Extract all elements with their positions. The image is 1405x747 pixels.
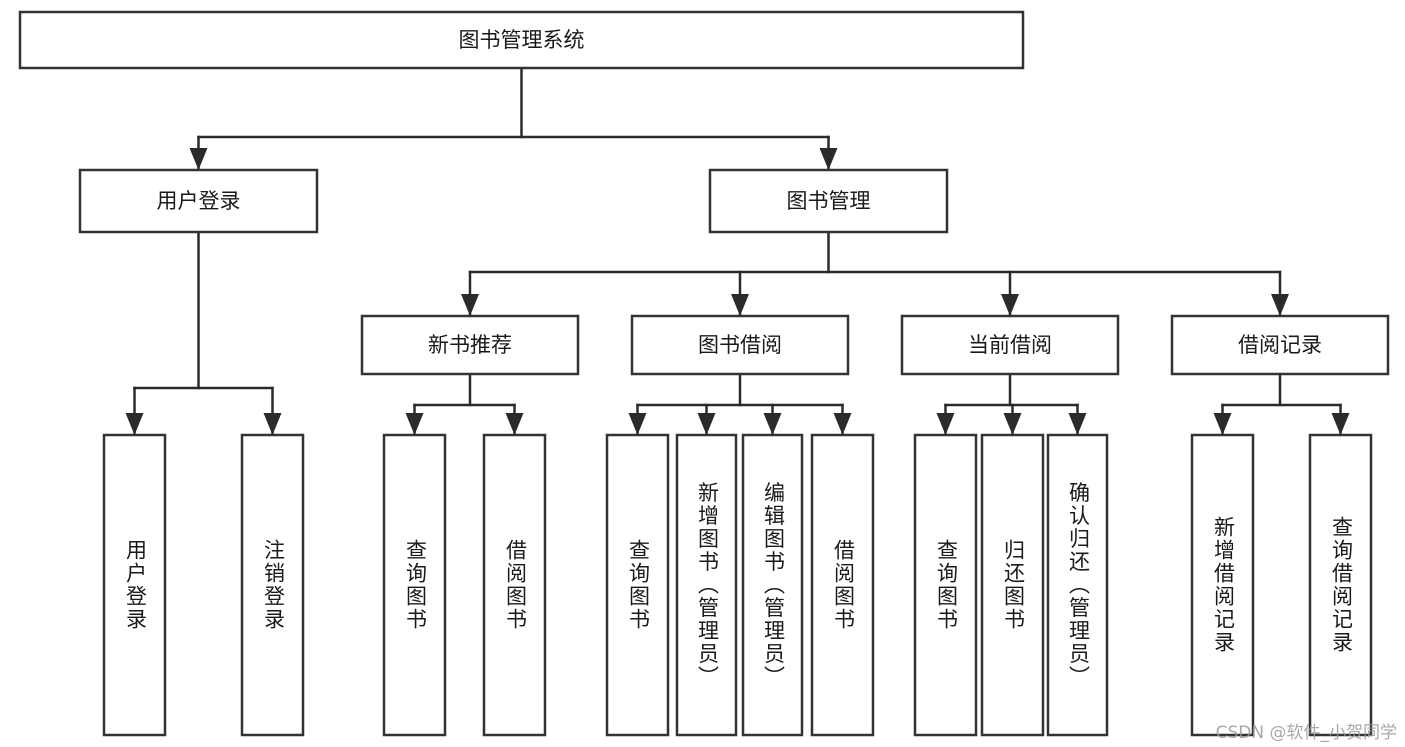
arrow-head-icon	[1068, 413, 1087, 435]
node-label: 查询借阅记录	[1330, 516, 1354, 654]
node-box[interactable]	[708, 168, 949, 234]
arrow-head-icon	[833, 413, 852, 435]
arrow-head-icon	[697, 413, 716, 435]
node-label: 归还图书	[1002, 539, 1026, 631]
node-box[interactable]	[900, 314, 1120, 376]
nodes-layer: 图书管理系统用户登录图书管理新书推荐图书借阅当前借阅借阅记录用户登录注销登录查询…	[18, 10, 1390, 737]
node-label: 借阅记录	[1238, 333, 1322, 357]
arrow-head-icon	[1001, 294, 1019, 316]
node-label: 注销登录	[262, 539, 286, 631]
node-leaf-logout[interactable]: 注销登录	[240, 433, 305, 737]
node-leaf-borrow-book-1[interactable]: 借阅图书	[482, 433, 547, 737]
node-label: 查询图书	[404, 539, 428, 631]
node-leaf-edit-book-admin[interactable]: 编辑图书（管理员）	[741, 433, 804, 737]
node-label: 确认归还（管理员）	[1067, 482, 1091, 689]
node-leaf-confirm-return-admin[interactable]: 确认归还（管理员）	[1046, 433, 1109, 737]
arrow-head-icon	[1003, 413, 1022, 435]
node-label: 用户登录	[124, 539, 148, 631]
node-box[interactable]	[18, 10, 1025, 70]
node-box[interactable]	[810, 433, 875, 737]
node-label: 图书借阅	[698, 333, 782, 357]
node-box[interactable]	[630, 314, 850, 376]
node-l2-new-book-rec[interactable]: 新书推荐	[360, 314, 580, 376]
node-label: 编辑图书（管理员）	[762, 482, 786, 689]
node-label: 图书管理	[787, 189, 871, 213]
arrow-head-icon	[819, 148, 838, 170]
node-leaf-query-borrow-record[interactable]: 查询借阅记录	[1308, 433, 1373, 737]
node-box[interactable]	[913, 433, 978, 737]
node-box[interactable]	[1046, 433, 1109, 737]
arrow-head-icon	[505, 413, 524, 435]
arrow-head-icon	[125, 413, 144, 435]
node-leaf-query-book-1[interactable]: 查询图书	[382, 433, 447, 737]
node-label: 新书推荐	[428, 333, 512, 357]
arrow-head-icon	[1331, 413, 1350, 435]
node-l2-borrow-record[interactable]: 借阅记录	[1170, 314, 1390, 376]
node-root[interactable]: 图书管理系统	[18, 10, 1025, 70]
node-box[interactable]	[1190, 433, 1255, 737]
arrow-head-icon	[936, 413, 955, 435]
node-leaf-borrow-book-2[interactable]: 借阅图书	[810, 433, 875, 737]
node-label: 新增图书（管理员）	[696, 482, 720, 689]
node-leaf-add-borrow-record[interactable]: 新增借阅记录	[1190, 433, 1255, 737]
node-label: 新增借阅记录	[1212, 516, 1236, 654]
node-box[interactable]	[102, 433, 167, 737]
node-leaf-return-book[interactable]: 归还图书	[980, 433, 1045, 737]
arrow-head-icon	[1271, 294, 1289, 316]
arrow-head-icon	[189, 148, 208, 170]
node-leaf-query-book-2[interactable]: 查询图书	[605, 433, 670, 737]
arrow-head-icon	[461, 294, 479, 316]
arrow-head-icon	[405, 413, 424, 435]
node-label: 用户登录	[157, 189, 241, 213]
node-box[interactable]	[482, 433, 547, 737]
node-box[interactable]	[741, 433, 804, 737]
node-label: 查询图书	[935, 539, 959, 631]
node-box[interactable]	[605, 433, 670, 737]
node-leaf-user-login[interactable]: 用户登录	[102, 433, 167, 737]
node-label: 借阅图书	[504, 539, 528, 631]
node-label: 当前借阅	[968, 333, 1052, 357]
node-label: 查询图书	[627, 539, 651, 631]
node-box[interactable]	[1308, 433, 1373, 737]
arrow-head-icon	[1213, 413, 1232, 435]
node-l1-user-login[interactable]: 用户登录	[78, 168, 319, 234]
node-l1-book-manage[interactable]: 图书管理	[708, 168, 949, 234]
node-l2-book-borrow[interactable]: 图书借阅	[630, 314, 850, 376]
node-box[interactable]	[360, 314, 580, 376]
node-box[interactable]	[78, 168, 319, 234]
arrow-head-icon	[263, 413, 282, 435]
node-box[interactable]	[382, 433, 447, 737]
node-label: 借阅图书	[832, 539, 856, 631]
node-leaf-query-book-3[interactable]: 查询图书	[913, 433, 978, 737]
arrow-head-icon	[731, 294, 749, 316]
node-label: 图书管理系统	[459, 28, 585, 52]
arrow-head-icon	[763, 413, 782, 435]
node-box[interactable]	[980, 433, 1045, 737]
arrow-head-icon	[628, 413, 647, 435]
node-l2-current-borrow[interactable]: 当前借阅	[900, 314, 1120, 376]
node-box[interactable]	[1170, 314, 1390, 376]
node-box[interactable]	[675, 433, 738, 737]
node-leaf-add-book-admin[interactable]: 新增图书（管理员）	[675, 433, 738, 737]
edges-layer	[125, 66, 1350, 436]
node-box[interactable]	[240, 433, 305, 737]
